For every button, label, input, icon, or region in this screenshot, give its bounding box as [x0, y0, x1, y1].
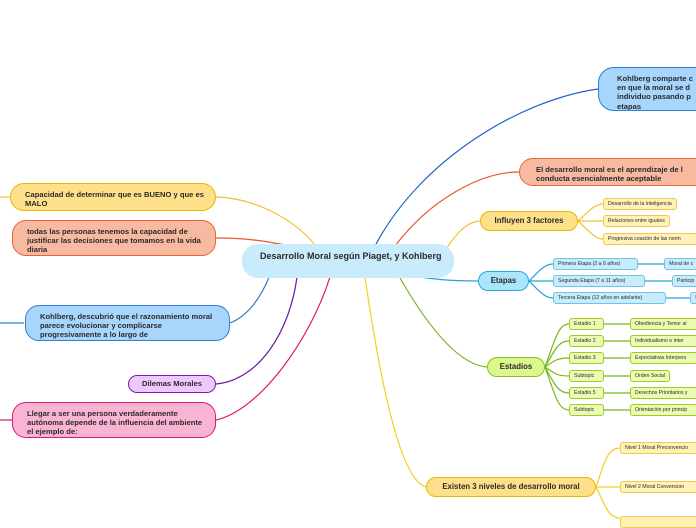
central-topic-label: Desarrollo Moral según Piaget, y Kohlber…: [260, 251, 442, 261]
estadio-item-label: Estadio 2: [574, 338, 596, 344]
estadio-detail-label: Derechos Prioritarios y: [635, 390, 688, 396]
topic-estadios[interactable]: Estadios: [487, 357, 545, 377]
estadio-item[interactable]: Estadio 5: [569, 387, 604, 399]
estadio-detail[interactable]: Orden Social: [630, 370, 670, 382]
topic-influyen-factores[interactable]: Influyen 3 factores: [480, 211, 578, 231]
estadio-item[interactable]: Subtopic: [569, 404, 604, 416]
estadio-detail-label: Expectativas Interpers: [635, 355, 687, 361]
factor-item-label: Progresiva coación de las norm: [608, 236, 681, 242]
topic-dilemas-label: Dilemas Morales: [142, 379, 202, 388]
topic-desarrollo-moral[interactable]: El desarrollo moral es el aprendizaje de…: [519, 158, 696, 186]
factor-item[interactable]: Progresiva coación de las norm: [603, 233, 696, 245]
factor-item[interactable]: Desarrollo de la inteligencia: [603, 198, 677, 210]
nivel-item[interactable]: Nivel 2 Moral Convencion: [620, 481, 696, 493]
estadio-detail[interactable]: Derechos Prioritarios y: [630, 387, 696, 399]
estadio-item-label: Estadio 3: [574, 355, 596, 361]
estadio-item[interactable]: Subtopic: [569, 370, 604, 382]
topic-capacidad[interactable]: Capacidad de determinar que es BUENO y q…: [10, 183, 216, 211]
topic-estadios-label: Estadios: [499, 362, 533, 371]
topic-kohlberg-razonamiento-label: Kohlberg, descubrió que el razonamiento …: [40, 312, 213, 340]
topic-todas-label: todas las personas tenemos la capacidad …: [27, 227, 201, 255]
estadio-item[interactable]: Estadio 2: [569, 335, 604, 347]
etapa-detail[interactable]: Moral de c: [664, 258, 696, 270]
topic-kohlberg-comparte[interactable]: Kohlberg comparte c en que la moral se d…: [598, 67, 696, 111]
estadio-detail-label: Orientación por princip: [635, 407, 688, 413]
topic-kohlberg-comparte-label: Kohlberg comparte c en que la moral se d…: [617, 74, 693, 111]
central-topic[interactable]: Desarrollo Moral según Piaget, y Kohlber…: [242, 244, 454, 278]
etapa-item-label: Segunda Etapa (7 a 11 años): [558, 278, 626, 284]
estadio-detail[interactable]: Individualismo e inter: [630, 335, 696, 347]
etapa-item[interactable]: Tercera Etapa (12 años en adelante): [553, 292, 666, 304]
topic-todas-las-personas[interactable]: todas las personas tenemos la capacidad …: [12, 220, 216, 256]
etapa-item-label: Tercera Etapa (12 años en adelante): [558, 295, 643, 301]
estadio-item[interactable]: Estadio 1: [569, 318, 604, 330]
factor-item-label: Relaciones entre iguales: [608, 218, 665, 224]
estadio-detail[interactable]: Orientación por princip: [630, 404, 696, 416]
etapa-item[interactable]: Segunda Etapa (7 a 11 años): [553, 275, 645, 287]
estadio-detail[interactable]: Expectativas Interpers: [630, 352, 696, 364]
estadio-item-label: Subtopic: [574, 373, 595, 379]
topic-kohlberg-razonamiento[interactable]: Kohlberg, descubrió que el razonamiento …: [25, 305, 230, 341]
estadio-detail-label: Individualismo e inter: [635, 338, 684, 344]
factor-item[interactable]: Relaciones entre iguales: [603, 215, 670, 227]
topic-niveles[interactable]: Existen 3 niveles de desarrollo moral: [426, 477, 596, 497]
estadio-detail[interactable]: Obediencia y Temor al: [630, 318, 696, 330]
etapa-detail[interactable]: Particip: [672, 275, 696, 287]
factor-item-label: Desarrollo de la inteligencia: [608, 201, 672, 207]
estadio-detail-label: Obediencia y Temor al: [635, 321, 687, 327]
nivel-item[interactable]: Nivel 1 Moral Preconvencio: [620, 442, 696, 454]
topic-dilemas-morales[interactable]: Dilemas Morales: [128, 375, 216, 393]
etapa-detail-label: Particip: [677, 278, 695, 284]
estadio-item-label: Subtopic: [574, 407, 595, 413]
topic-llegar-label: Llegar a ser una persona verdaderamente …: [27, 409, 203, 437]
topic-niveles-label: Existen 3 niveles de desarrollo moral: [442, 482, 580, 491]
etapa-item-label: Primera Etapa (2 a 6 años): [558, 261, 621, 267]
estadio-item[interactable]: Estadio 3: [569, 352, 604, 364]
estadio-item-label: Estadio 1: [574, 321, 596, 327]
topic-capacidad-label: Capacidad de determinar que es BUENO y q…: [25, 190, 204, 209]
etapa-item[interactable]: Primera Etapa (2 a 6 años): [553, 258, 638, 270]
topic-desarrollo-moral-label: El desarrollo moral es el aprendizaje de…: [536, 165, 683, 184]
estadio-item-label: Estadio 5: [574, 390, 596, 396]
nivel-item-label: Nivel 1 Moral Preconvencio: [625, 445, 689, 451]
nivel-item-label: Nivel 2 Moral Convencion: [625, 484, 685, 490]
etapa-detail-label: Moral de c: [669, 261, 694, 267]
estadio-detail-label: Orden Social: [635, 373, 665, 379]
topic-etapas-label: Etapas: [490, 276, 517, 285]
nivel-item-partial[interactable]: [620, 516, 696, 528]
topic-influyen-label: Influyen 3 factores: [494, 216, 564, 225]
topic-etapas[interactable]: Etapas: [478, 271, 529, 291]
etapa-detail[interactable]: S: [690, 292, 696, 304]
topic-llegar-autonoma[interactable]: Llegar a ser una persona verdaderamente …: [12, 402, 216, 438]
